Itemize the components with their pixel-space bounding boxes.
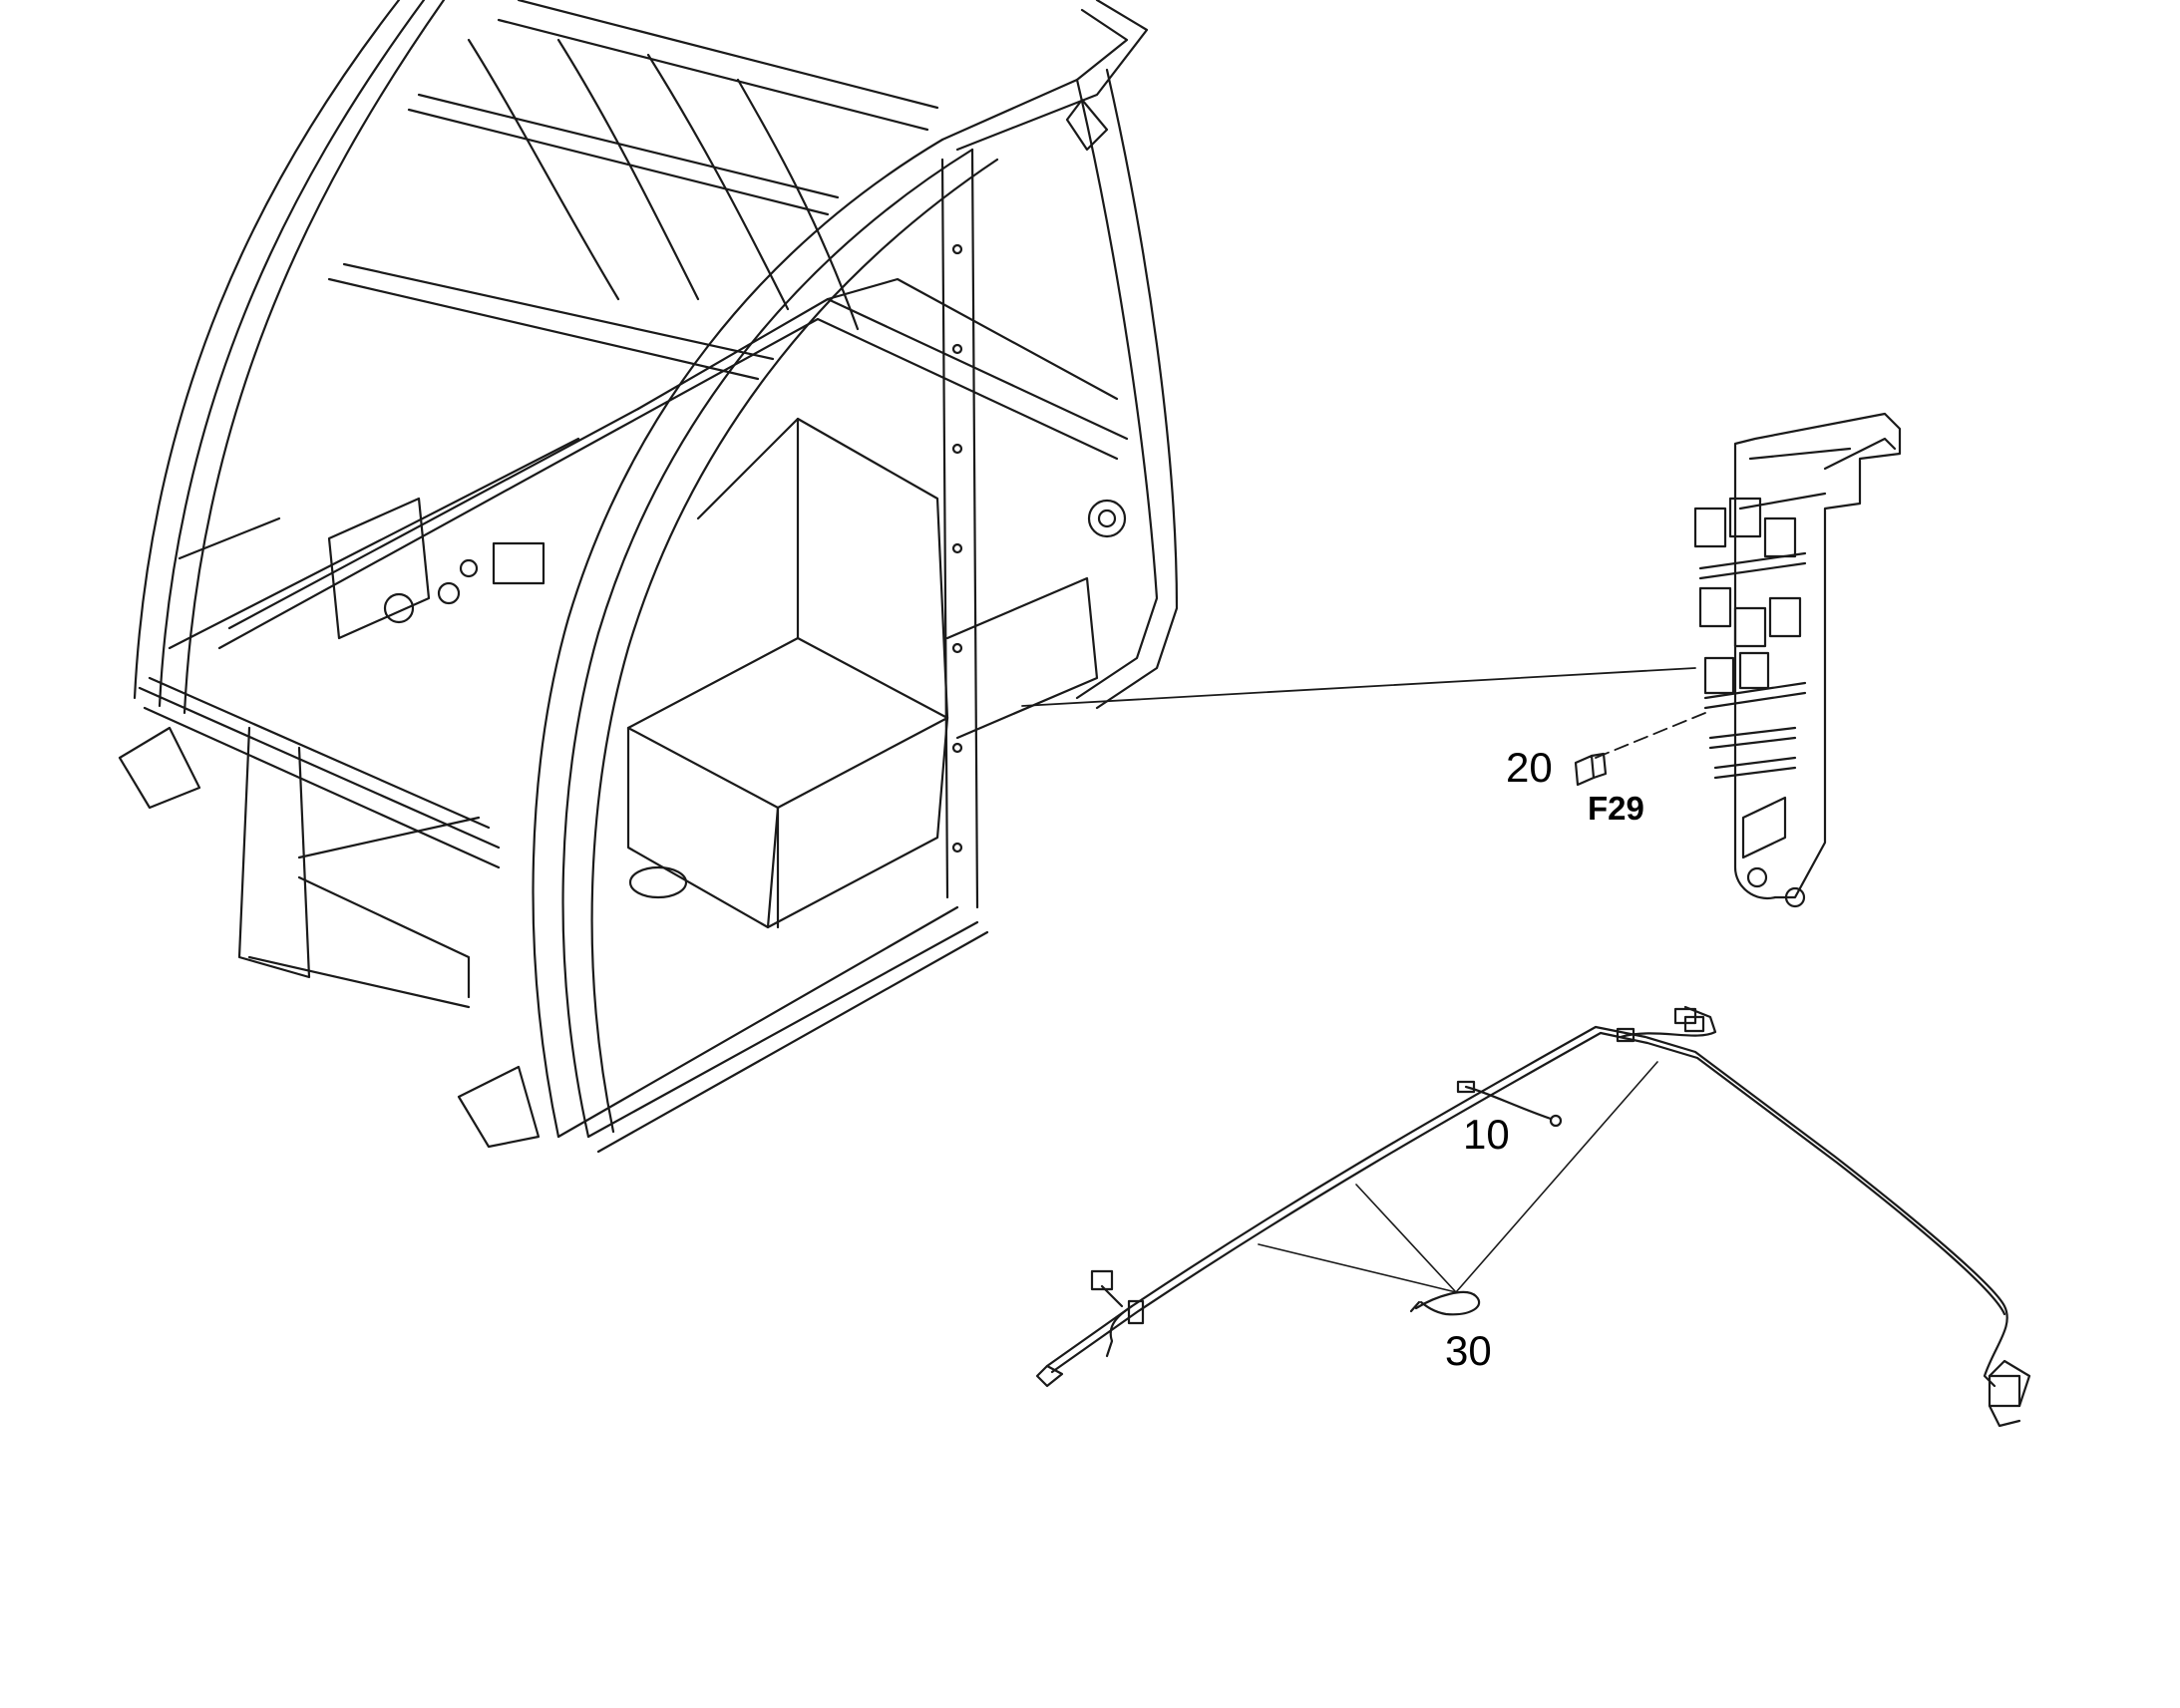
callout-30: 30 [1445,1327,1492,1374]
callout-10: 10 [1463,1111,1510,1158]
cable-tie [1258,1061,1658,1316]
cab-frame [118,0,1696,1154]
callout-20: 20 [1506,744,1553,791]
wiring-harness [1035,1005,2031,1428]
fuse-f29-icon [1574,752,1608,787]
fuse-relay-box [1595,412,1902,908]
fuse-label: F29 [1588,790,1644,827]
